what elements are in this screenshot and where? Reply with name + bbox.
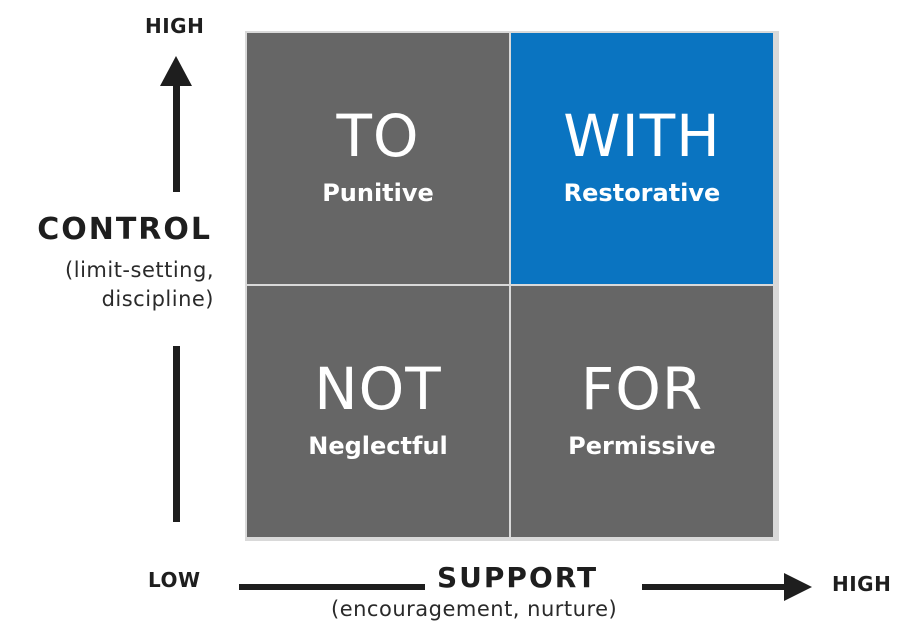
quadrant-description: Neglectful: [308, 432, 448, 460]
x-axis-line-left: [239, 584, 425, 590]
y-axis-subtitle-line1: (limit-setting,: [65, 258, 214, 282]
arrow-right-icon: [784, 573, 812, 601]
quadrant-grid: TO Punitive WITH Restorative NOT Neglect…: [245, 31, 779, 541]
x-axis-high-label: HIGH: [832, 572, 892, 596]
x-axis-low-label: LOW: [148, 568, 201, 592]
quadrant-description: Restorative: [563, 179, 721, 207]
x-axis-title: SUPPORT: [437, 561, 599, 594]
x-axis-subtitle: (encouragement, nurture): [331, 597, 618, 621]
y-axis-title: CONTROL: [37, 212, 212, 247]
y-axis-line-upper: [173, 82, 180, 192]
x-axis-line-right: [642, 584, 790, 590]
quadrant-word: FOR: [580, 355, 704, 423]
quadrant-word: TO: [336, 102, 420, 170]
quadrant-bottom-left: NOT Neglectful: [247, 286, 509, 537]
quadrant-description: Punitive: [322, 179, 434, 207]
quadrant-word: WITH: [563, 102, 721, 170]
quadrant-top-right: WITH Restorative: [511, 33, 773, 284]
quadrant-bottom-right: FOR Permissive: [511, 286, 773, 537]
arrow-up-icon: [160, 56, 192, 86]
quadrant-top-left: TO Punitive: [247, 33, 509, 284]
quadrant-word: NOT: [314, 355, 442, 423]
y-axis-subtitle-line2: discipline): [101, 287, 214, 311]
y-axis-line-lower: [173, 346, 180, 522]
quadrant-description: Permissive: [568, 432, 716, 460]
y-axis-high-label: HIGH: [145, 14, 205, 38]
